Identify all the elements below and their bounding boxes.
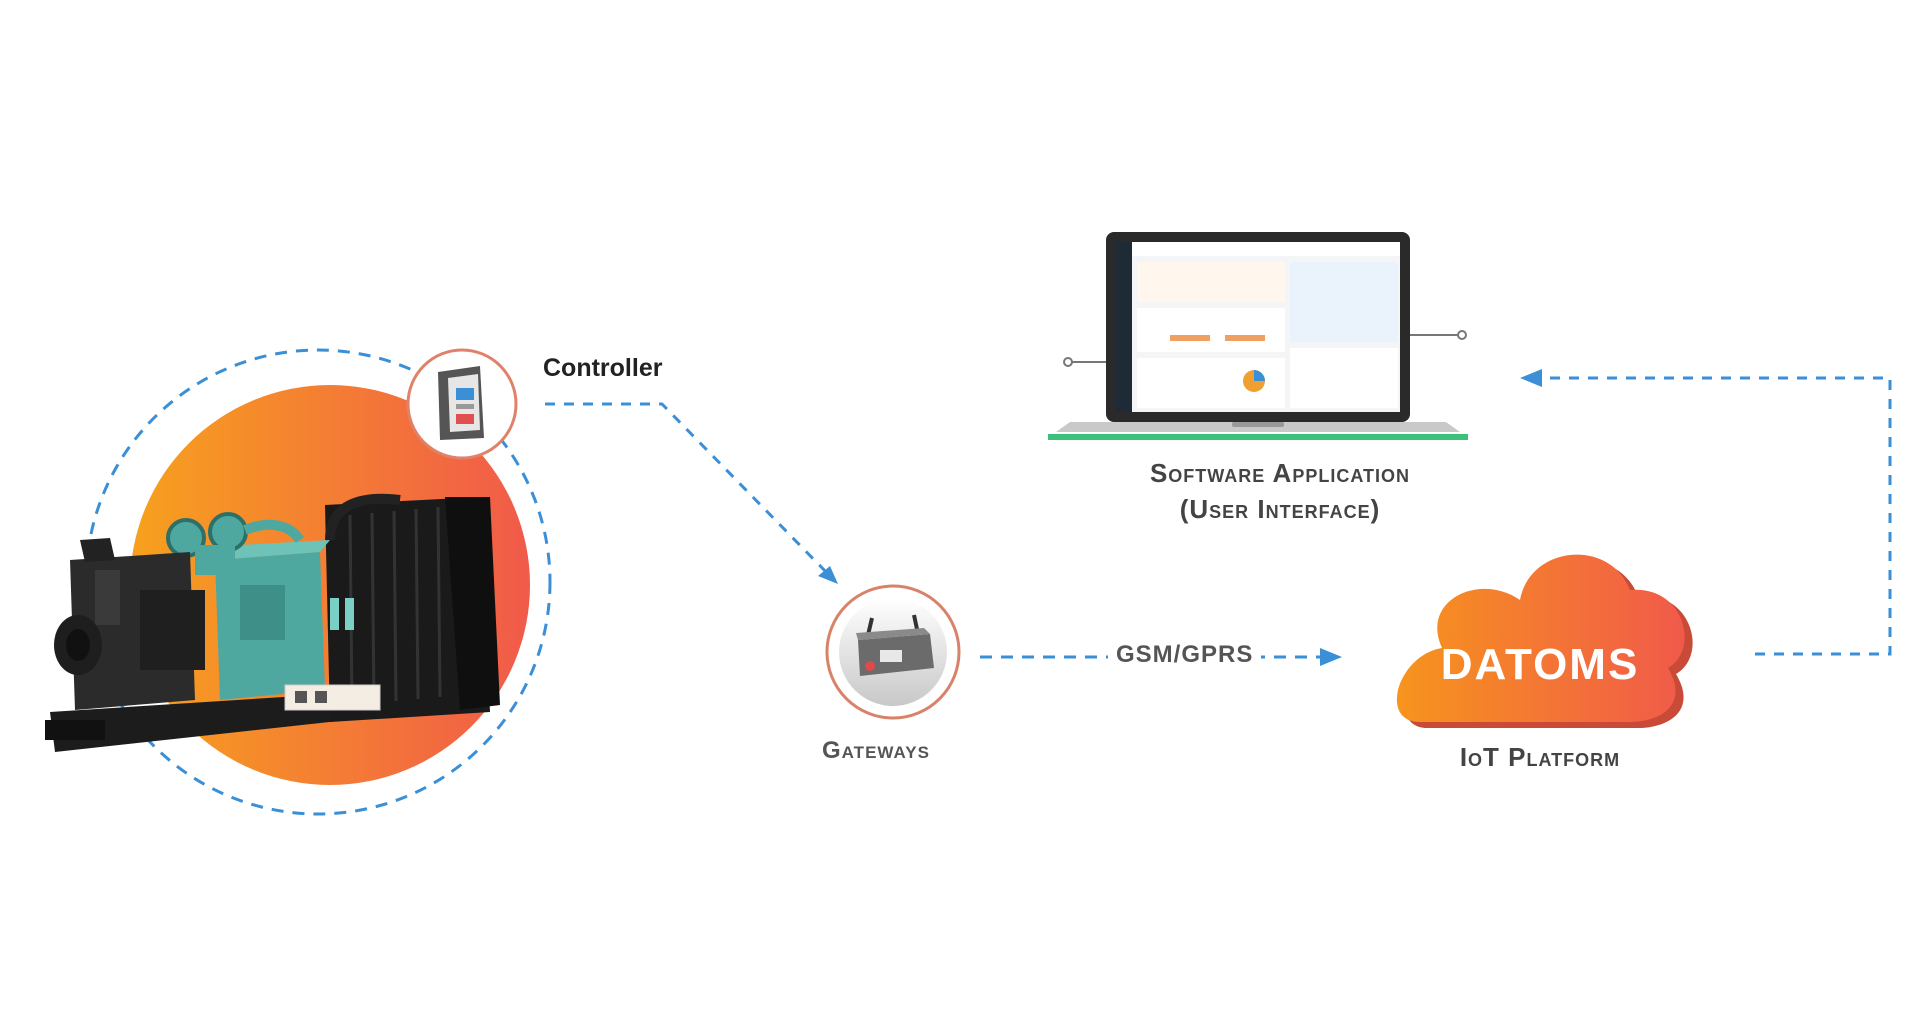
cloud-to-application-connector <box>1520 369 1892 656</box>
diesel-generator-icon <box>45 493 500 752</box>
gsm-gprs-label: GSM/GPRS <box>1108 641 1262 669</box>
gateway-router-icon <box>856 614 934 676</box>
gateways-label: Gateways <box>822 737 930 764</box>
gateway-node <box>825 584 961 720</box>
controller-panel-icon <box>438 366 484 440</box>
software-application-label: Software Application (User Interface) <box>1050 455 1510 527</box>
controller-label: Controller <box>543 354 663 382</box>
generator-node <box>45 348 552 816</box>
cloud-icon <box>1396 554 1693 728</box>
datoms-logo-text: DATOMS <box>1440 640 1640 689</box>
generator-dashed-ring <box>84 348 552 816</box>
laptop-icon <box>1048 232 1468 440</box>
controller-node <box>406 348 518 460</box>
iot-platform-label: IoT Platform <box>1459 742 1621 772</box>
software-application-title: Software Application <box>1149 458 1411 488</box>
controller-to-gateway-connector <box>545 402 838 584</box>
software-application-subtitle: (User Interface) <box>1179 494 1381 524</box>
